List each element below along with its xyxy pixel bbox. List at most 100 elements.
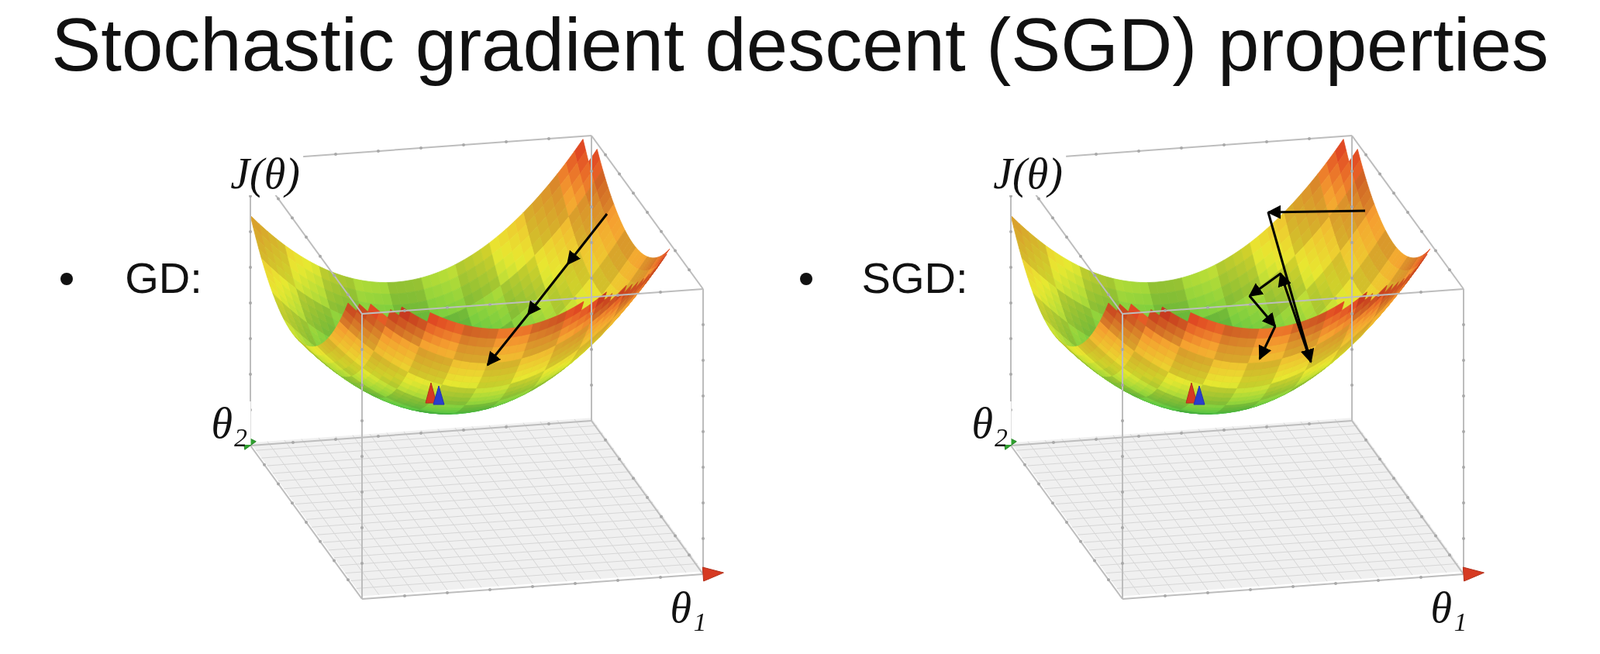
box-tick — [701, 323, 705, 327]
box-tick — [603, 153, 607, 157]
box-tick — [376, 149, 380, 153]
box-tick — [462, 143, 466, 147]
box-tick — [504, 140, 508, 144]
box-tick — [701, 501, 705, 505]
box-tick — [248, 230, 252, 234]
box-tick — [531, 300, 535, 304]
box-tick — [547, 137, 551, 141]
box-tick — [290, 216, 294, 220]
box-tick — [332, 274, 336, 278]
box-tick — [659, 230, 663, 234]
surface-plot — [242, 135, 724, 600]
box-tick — [445, 591, 449, 595]
box-tick — [360, 562, 364, 566]
box-tick — [659, 515, 663, 519]
box-tick — [488, 303, 492, 307]
box-tick — [701, 537, 705, 541]
box-tick — [276, 197, 280, 201]
box-tick — [248, 337, 252, 341]
grid-line — [1016, 425, 1358, 451]
box-edge — [591, 135, 704, 290]
box-tick — [673, 249, 677, 253]
box-edge — [250, 445, 363, 600]
box-tick — [547, 422, 551, 426]
box-tick — [290, 501, 294, 505]
box-edge — [591, 420, 704, 575]
loss-surface — [250, 139, 670, 415]
box-tick — [589, 276, 594, 280]
descent-step-arrow — [487, 314, 528, 366]
box-tick — [589, 312, 594, 316]
box-tick — [687, 268, 691, 272]
box-tick — [616, 579, 620, 583]
theta1-axis-cone — [702, 567, 724, 582]
box-tick — [573, 296, 577, 300]
box-tick — [445, 306, 449, 310]
grid-line — [1317, 420, 1430, 575]
surface-plot — [1003, 135, 1484, 600]
surface-patch — [281, 313, 294, 328]
floor-grid — [255, 419, 698, 596]
box-tick — [304, 235, 308, 239]
box-tick — [248, 301, 252, 305]
box-tick — [419, 431, 423, 435]
box-tick — [376, 434, 380, 438]
grid-line — [557, 420, 669, 575]
box-tick — [248, 372, 252, 376]
box-tick — [531, 585, 535, 589]
box-tick — [631, 476, 635, 480]
box-edge — [250, 420, 592, 446]
box-tick — [248, 265, 252, 269]
box-tick — [701, 394, 705, 398]
box-tick — [631, 191, 635, 195]
surface-patch — [658, 248, 670, 265]
box-tick — [616, 293, 620, 297]
floor-plane — [250, 417, 704, 597]
grid-line — [1027, 441, 1369, 466]
surface-patch — [399, 306, 411, 321]
box-tick — [617, 172, 621, 176]
gd-path — [487, 213, 607, 366]
box-tick — [589, 241, 594, 245]
box-tick — [701, 358, 705, 363]
grid-line — [261, 433, 603, 459]
box-edge — [361, 313, 363, 600]
box-tick — [687, 553, 691, 557]
box-edge — [702, 289, 704, 575]
box-tick — [701, 430, 705, 434]
box-tick — [589, 169, 594, 173]
box-edge — [362, 574, 704, 600]
surface-patch — [615, 285, 628, 302]
box-tick — [603, 438, 607, 442]
box-tick — [318, 540, 322, 544]
box-tick — [701, 465, 705, 469]
box-tick — [360, 490, 364, 494]
box-tick — [617, 458, 621, 462]
grid-line — [255, 425, 597, 451]
box-tick — [334, 437, 338, 442]
grid-line — [1021, 433, 1363, 459]
minimum-marker — [433, 386, 445, 405]
box-tick — [360, 526, 364, 530]
floor-grid — [1016, 419, 1459, 596]
box-tick — [346, 293, 350, 297]
box-tick — [304, 520, 308, 525]
box-tick — [403, 309, 407, 313]
box-tick — [360, 419, 364, 423]
box-tick — [504, 425, 508, 429]
box-tick — [645, 496, 649, 500]
loss-surface — [1010, 139, 1431, 415]
box-tick — [360, 383, 364, 387]
box-tick — [573, 582, 577, 586]
box-tick — [658, 290, 663, 294]
box-tick — [332, 559, 336, 563]
box-tick — [262, 463, 266, 467]
surface-patch — [427, 312, 439, 326]
surface-patch — [637, 274, 650, 291]
box-tick — [658, 575, 663, 580]
descent-step-arrow — [567, 213, 607, 265]
surface-patch — [368, 303, 380, 319]
box-tick — [589, 383, 594, 387]
